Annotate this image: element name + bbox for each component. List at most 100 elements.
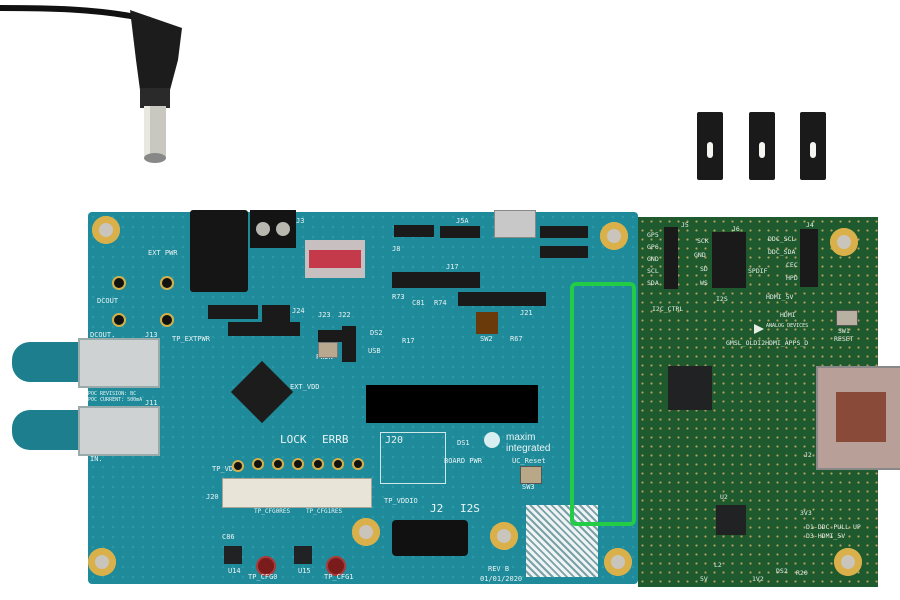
label-gp6: GP6 (647, 243, 659, 251)
jumper-header[interactable] (228, 322, 300, 336)
power-slide-switch[interactable] (305, 240, 365, 278)
dcout-pad (160, 313, 174, 327)
mount-hole (600, 222, 628, 250)
mount-hole (92, 216, 120, 244)
label-sw2: SW2 (480, 335, 493, 343)
hdmi-transmitter-chip (668, 366, 712, 410)
label-ds2: DS2 (776, 567, 788, 575)
label-gnd: GND (647, 255, 659, 263)
label-sd: SD (700, 265, 708, 273)
test-point[interactable] (292, 458, 304, 470)
dcout-pad (112, 313, 126, 327)
label-hpd: HPD (786, 274, 798, 282)
j20-label-box (380, 432, 446, 484)
header-j20[interactable] (222, 478, 372, 508)
test-point[interactable] (252, 458, 264, 470)
label-5v: 5V (700, 575, 708, 583)
label-poc-current: POC CURRENT: 500mA (88, 397, 143, 403)
label-sw1: SW1 (838, 327, 850, 335)
qr-code (526, 505, 598, 577)
label-r73: R73 (392, 293, 405, 301)
label-ddc-sda: DDC_SDA (768, 248, 796, 256)
fakra-connector-j13[interactable] (78, 338, 160, 388)
test-point[interactable] (332, 458, 344, 470)
label-c81: C81 (412, 299, 425, 307)
label-j4: J4 (806, 221, 814, 229)
reset-button-sw1[interactable] (836, 310, 858, 326)
label-j6: J6 (732, 225, 740, 233)
jumper-header-j22[interactable] (342, 326, 356, 362)
power-cable (0, 0, 200, 170)
dc-barrel-jack (190, 210, 248, 292)
header-i2c-ctrl[interactable] (664, 227, 678, 289)
label-dcout: DCOUT (97, 297, 119, 305)
hdmi-port[interactable] (816, 366, 900, 470)
header-j8[interactable] (394, 225, 434, 237)
label-hdmi: HDMI (780, 311, 796, 319)
label-r20: R20 (796, 569, 808, 577)
chip-u2 (716, 505, 746, 535)
mount-hole (352, 518, 380, 546)
header-j14b[interactable] (540, 246, 588, 258)
label-u14: U14 (228, 567, 241, 575)
label-board-name: GMSL_OLDI2HDMI_APPS_D (726, 339, 809, 347)
label-usb: USB (368, 347, 381, 355)
label-j23: J23 (318, 311, 331, 319)
label-u2: U2 (720, 493, 728, 501)
label-scl: SCL (647, 267, 659, 275)
label-tp-cfg0-res: TP_CFG0RES (254, 508, 291, 515)
uc-reset-button[interactable] (520, 466, 542, 484)
label-j17: J17 (446, 263, 459, 271)
header-j14a[interactable] (540, 226, 588, 238)
label-j3: J3 (296, 217, 305, 225)
label-ds2: DS2 (370, 329, 383, 337)
i2s-connector[interactable] (392, 520, 468, 556)
label-r17: R17 (402, 337, 415, 345)
test-post-cfg1[interactable] (326, 556, 346, 576)
label-j21: J21 (520, 309, 533, 317)
micro-usb-port[interactable] (494, 210, 536, 238)
jumper-shunt-2 (749, 112, 775, 180)
label-d1-note: D1-DDC PULL UP (806, 523, 861, 531)
jumper-header-j23[interactable] (318, 330, 346, 342)
label-gp5: GP5 (647, 231, 659, 239)
label-ddc-scl: DDC_SCL (768, 235, 796, 243)
mount-hole (834, 548, 862, 576)
test-point[interactable] (232, 460, 244, 472)
label-dcout-dot: DCOUT. (90, 331, 116, 339)
jumper-header[interactable] (208, 305, 258, 319)
test-point[interactable] (312, 458, 324, 470)
label-rev: REV B (488, 565, 510, 573)
pwdn-button[interactable] (318, 342, 338, 358)
test-point[interactable] (352, 458, 364, 470)
highlight-box (570, 282, 636, 526)
label-j22: J22 (338, 311, 351, 319)
label-j24: J24 (292, 307, 305, 315)
label-tp-cfg1-res: TP_CFG1RES (306, 508, 343, 515)
label-lock: LOCK (280, 433, 307, 446)
label-j5a: J5A (456, 217, 469, 225)
label-uc-reset: UC_Reset (512, 457, 546, 465)
label-r67: R67 (510, 335, 523, 343)
label-date: 01/01/2020 (480, 575, 523, 583)
label-3v3: 3V3 (800, 509, 812, 517)
label-tp-vddio: TP_VDDIO (384, 497, 418, 505)
header-hdmi-ctrl[interactable] (800, 229, 818, 287)
header-j5a[interactable] (440, 226, 480, 238)
dip-switch-sw2[interactable] (476, 312, 498, 334)
fakra-connector-j11[interactable] (78, 406, 160, 456)
label-tp-cfg0: TP_CFG0 (248, 573, 278, 581)
test-point[interactable] (272, 458, 284, 470)
label-sw3: SW3 (522, 483, 535, 491)
integrated-brand: integrated (506, 443, 551, 454)
test-post-cfg0[interactable] (256, 556, 276, 576)
label-ds1: DS1 (457, 439, 470, 447)
header-i2s[interactable] (712, 232, 746, 288)
header-j17[interactable] (392, 272, 480, 288)
label-errb: ERRB (322, 433, 349, 446)
screw-terminal-j3 (250, 210, 296, 248)
label-tp-cfg1: TP_CFG1 (324, 573, 354, 581)
header-j21[interactable] (458, 292, 546, 306)
mount-hole (490, 522, 518, 550)
label-l2: L2 (714, 561, 722, 569)
